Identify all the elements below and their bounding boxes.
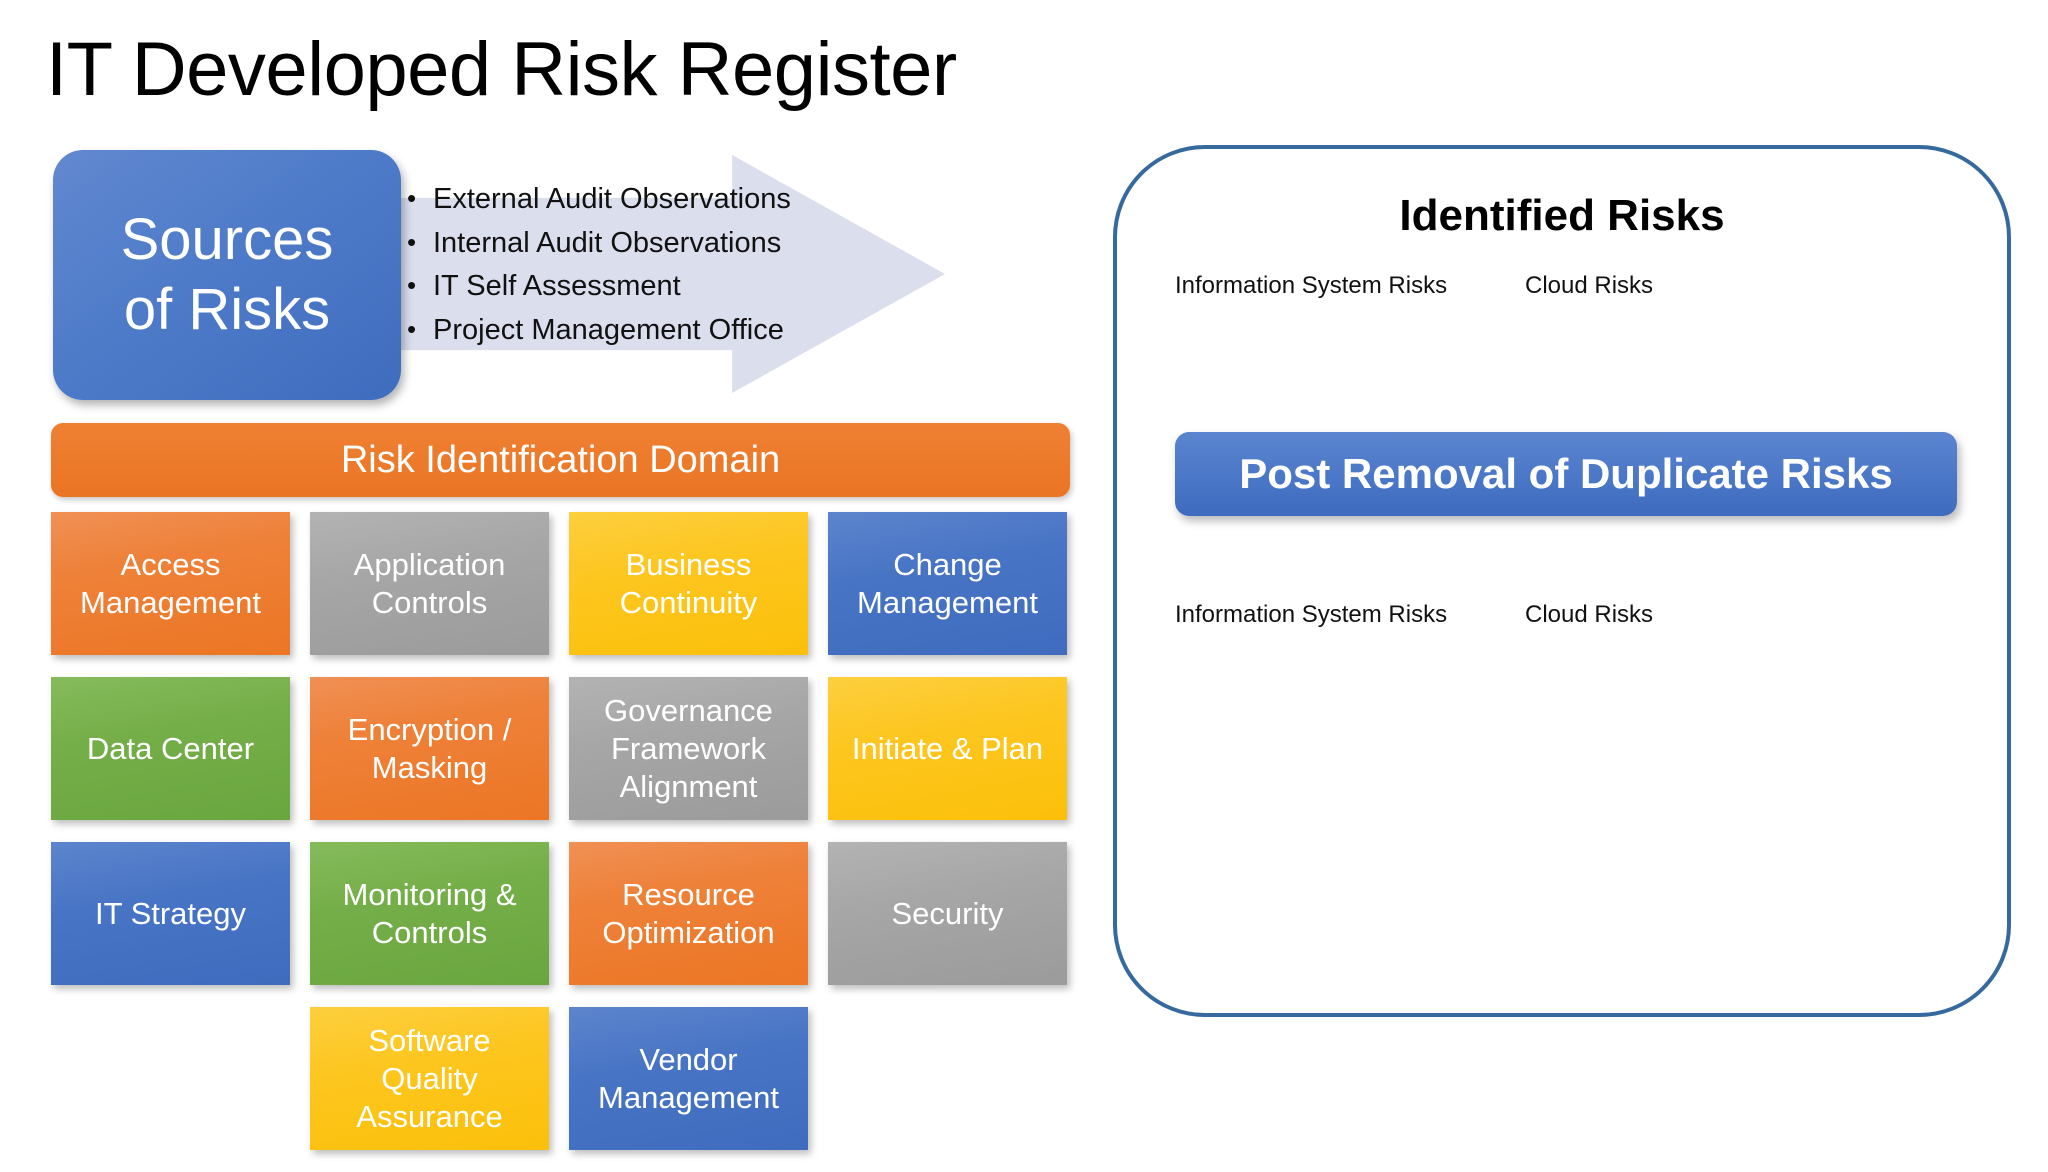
label-information-system-risks-top: Information System Risks: [1175, 272, 1448, 299]
identified-risks-top-labels: Information System Risks Cloud Risks: [1175, 272, 1815, 300]
tile-access-management[interactable]: Access Management: [51, 512, 290, 655]
tile-label: Vendor Management: [598, 1041, 779, 1115]
label-information-system-risks-bottom: Information System Risks: [1175, 601, 1448, 628]
tile-change-management[interactable]: Change Management: [828, 512, 1067, 655]
tile-label: Software Quality Assurance: [356, 1022, 503, 1134]
tile-governance-framework-alignment[interactable]: Governance Framework Alignment: [569, 677, 808, 820]
tile-label: Resource Optimization: [602, 876, 775, 950]
tile-label: Encryption / Masking: [347, 711, 512, 785]
post-removal-label: Post Removal of Duplicate Risks: [1239, 450, 1893, 497]
list-item: Project Management Office: [405, 308, 825, 353]
tile-label: Data Center: [86, 730, 255, 766]
sources-of-risks-label: Sources of Risks: [120, 207, 334, 342]
risk-domain-tile-grid: Access Management Application Controls B…: [51, 512, 1071, 1172]
tile-label: Application Controls: [353, 546, 506, 620]
tile-label: Governance Framework Alignment: [604, 692, 773, 804]
tile-row: IT Strategy Monitoring & Controls Resour…: [51, 842, 1071, 985]
page-title: IT Developed Risk Register: [46, 27, 957, 112]
tile-resource-optimization[interactable]: Resource Optimization: [569, 842, 808, 985]
tile-label: Business Continuity: [619, 546, 758, 620]
sources-bullet-list: External Audit Observations Internal Aud…: [405, 177, 825, 353]
tile-vendor-management[interactable]: Vendor Management: [569, 1007, 808, 1150]
risk-identification-domain-label: Risk Identification Domain: [340, 438, 781, 481]
tile-row: Software Quality Assurance Vendor Manage…: [51, 1007, 1071, 1150]
post-removal-of-duplicate-risks-banner: Post Removal of Duplicate Risks: [1175, 432, 1957, 516]
tile-security[interactable]: Security: [828, 842, 1067, 985]
list-item: Internal Audit Observations: [405, 221, 825, 266]
tile-monitoring-and-controls[interactable]: Monitoring & Controls: [310, 842, 549, 985]
tile-label: Monitoring & Controls: [342, 876, 517, 950]
tile-label: Change Management: [857, 546, 1038, 620]
tile-software-quality-assurance[interactable]: Software Quality Assurance: [310, 1007, 549, 1150]
list-item: External Audit Observations: [405, 177, 825, 222]
tile-row: Access Management Application Controls B…: [51, 512, 1071, 655]
tile-encryption-masking[interactable]: Encryption / Masking: [310, 677, 549, 820]
identified-risks-bottom-labels: Information System Risks Cloud Risks: [1175, 601, 1815, 629]
tile-label: Security: [891, 895, 1004, 931]
tile-row: Data Center Encryption / Masking Governa…: [51, 677, 1071, 820]
tile-label: IT Strategy: [94, 895, 247, 931]
tile-placeholder: [51, 1007, 290, 1150]
tile-label: Access Management: [80, 546, 261, 620]
tile-application-controls[interactable]: Application Controls: [310, 512, 549, 655]
identified-risks-panel: Identified Risks Information System Risk…: [1113, 145, 2011, 1017]
risk-identification-domain-banner: Risk Identification Domain: [51, 423, 1070, 497]
sources-of-risks-box: Sources of Risks: [53, 150, 401, 400]
tile-business-continuity[interactable]: Business Continuity: [569, 512, 808, 655]
tile-initiate-and-plan[interactable]: Initiate & Plan: [828, 677, 1067, 820]
identified-risks-title: Identified Risks: [1399, 191, 1725, 240]
tile-placeholder: [828, 1007, 1067, 1150]
label-cloud-risks-bottom: Cloud Risks: [1525, 601, 1654, 628]
list-item: IT Self Assessment: [405, 264, 825, 309]
tile-data-center[interactable]: Data Center: [51, 677, 290, 820]
tile-it-strategy[interactable]: IT Strategy: [51, 842, 290, 985]
label-cloud-risks-top: Cloud Risks: [1525, 272, 1654, 299]
tile-label: Initiate & Plan: [851, 730, 1044, 766]
